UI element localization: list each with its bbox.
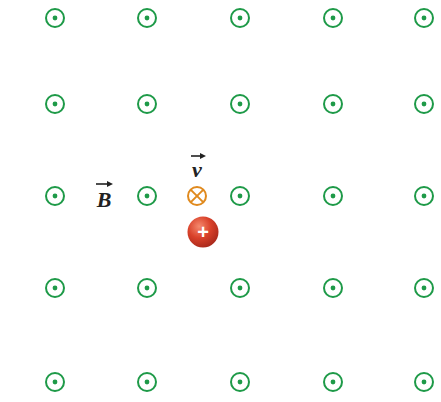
field-out-of-page — [138, 279, 156, 297]
field-out-of-page — [231, 9, 249, 27]
field-out-of-page — [415, 187, 433, 205]
field-out-of-page — [415, 9, 433, 27]
field-circle — [415, 373, 433, 391]
field-dot — [53, 16, 58, 21]
field-dot — [53, 102, 58, 107]
field-circle — [46, 373, 64, 391]
field-circle — [415, 187, 433, 205]
field-dot — [145, 16, 150, 21]
field-dot — [331, 102, 336, 107]
field-dot — [145, 102, 150, 107]
field-out-of-page — [324, 187, 342, 205]
field-circle — [138, 95, 156, 113]
field-out-of-page — [46, 187, 64, 205]
field-dot — [238, 380, 243, 385]
field-out-of-page — [46, 9, 64, 27]
field-out-of-page — [324, 9, 342, 27]
field-out-of-page — [415, 279, 433, 297]
field-out-of-page — [138, 187, 156, 205]
field-dot — [422, 16, 427, 21]
field-circle — [138, 9, 156, 27]
field-dot — [53, 380, 58, 385]
field-circle — [231, 373, 249, 391]
field-circle — [46, 279, 64, 297]
vector-arrow — [96, 153, 206, 187]
field-circle — [46, 9, 64, 27]
field-circle — [46, 95, 64, 113]
field-circle — [231, 9, 249, 27]
velocity-label: v — [192, 159, 202, 181]
field-dots — [46, 9, 433, 391]
field-circle — [138, 373, 156, 391]
field-dot — [422, 286, 427, 291]
field-dot — [145, 194, 150, 199]
field-out-of-page — [138, 95, 156, 113]
field-out-of-page — [231, 279, 249, 297]
field-dot — [238, 286, 243, 291]
field-dot — [422, 380, 427, 385]
field-out-of-page — [46, 279, 64, 297]
field-dot — [238, 194, 243, 199]
field-dot — [331, 286, 336, 291]
field-label: B — [97, 189, 112, 211]
field-out-of-page — [231, 373, 249, 391]
field-circle — [324, 187, 342, 205]
charge-circle: + — [187, 216, 219, 248]
field-dot — [53, 194, 58, 199]
field-dot — [145, 286, 150, 291]
field-out-of-page — [46, 95, 64, 113]
field-circle — [324, 279, 342, 297]
field-out-of-page — [138, 9, 156, 27]
field-out-of-page — [231, 187, 249, 205]
field-circle — [324, 9, 342, 27]
field-circle — [231, 279, 249, 297]
field-out-of-page — [138, 373, 156, 391]
field-dot — [331, 16, 336, 21]
velocity-into-page — [188, 187, 206, 205]
field-dot — [238, 102, 243, 107]
charge-ball — [188, 217, 219, 248]
field-circle — [324, 95, 342, 113]
field-out-of-page — [231, 95, 249, 113]
field-out-of-page — [324, 279, 342, 297]
field-circle — [46, 187, 64, 205]
field-circle — [231, 95, 249, 113]
field-dot — [145, 380, 150, 385]
field-circle — [138, 279, 156, 297]
field-dot — [331, 380, 336, 385]
field-circle — [415, 9, 433, 27]
field-out-of-page — [324, 95, 342, 113]
field-circle — [415, 279, 433, 297]
field-out-of-page — [415, 373, 433, 391]
field-circle — [324, 373, 342, 391]
field-circle — [138, 187, 156, 205]
field-dot — [422, 194, 427, 199]
field-out-of-page — [46, 373, 64, 391]
field-dot — [238, 16, 243, 21]
charge-sign: + — [187, 216, 219, 248]
field-out-of-page — [415, 95, 433, 113]
field-out-of-page — [324, 373, 342, 391]
field-dot — [53, 286, 58, 291]
field-circle — [231, 187, 249, 205]
field-circle — [415, 95, 433, 113]
field-dot — [422, 102, 427, 107]
field-dot — [331, 194, 336, 199]
